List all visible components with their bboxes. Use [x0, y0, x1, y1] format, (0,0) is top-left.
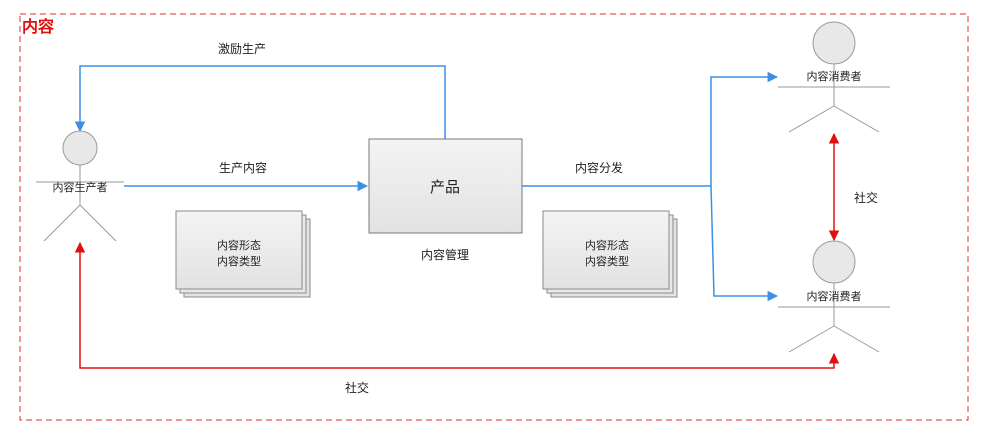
- edge-produce-label: 生产内容: [219, 160, 267, 175]
- frame-title: 内容: [22, 17, 54, 36]
- producer-leg-right: [79, 204, 117, 242]
- edge-social-right: 社交: [828, 132, 878, 242]
- consumer-top-leg-left: [788, 105, 835, 133]
- stack-left: 内容形态 内容类型: [175, 210, 311, 298]
- consumer-bottom-label: 内容消费者: [807, 289, 862, 303]
- product-box: [368, 138, 523, 234]
- edge-distribute-top: [710, 71, 779, 186]
- edge-social-bottom-path: [74, 241, 840, 369]
- stack-left-line1: 内容形态: [217, 238, 261, 252]
- actor-consumer-bottom: 内容消费者: [778, 240, 890, 353]
- edge-social-right-label: 社交: [854, 190, 878, 205]
- producer-head: [62, 130, 98, 166]
- stack-right: 内容形态 内容类型: [542, 210, 678, 298]
- consumer-bottom-leg-left: [788, 325, 835, 353]
- stack-right-line2: 内容类型: [585, 254, 629, 268]
- consumer-top-label: 内容消费者: [807, 69, 862, 83]
- product-label: 产品: [430, 178, 460, 196]
- edge-produce: 生产内容: [124, 160, 369, 192]
- edge-incentive: 激励生产: [74, 42, 446, 139]
- edge-social-bottom-label: 社交: [345, 380, 369, 395]
- edge-incentive-path: [74, 65, 446, 139]
- actor-producer: 内容生产者: [36, 130, 124, 242]
- consumer-top-leg-right: [833, 105, 880, 133]
- consumer-top-head: [812, 21, 856, 65]
- product-node: 产品 内容管理: [368, 138, 523, 262]
- actor-consumer-top: 内容消费者: [778, 21, 890, 133]
- product-sublabel: 内容管理: [421, 247, 469, 262]
- consumer-bottom-head: [812, 240, 856, 284]
- stack-right-line1: 内容形态: [585, 238, 629, 252]
- stack-left-line2: 内容类型: [217, 254, 261, 268]
- edge-incentive-label: 激励生产: [218, 42, 266, 56]
- edge-distribute-bottom: [710, 185, 779, 302]
- edge-social-bottom: 社交: [74, 241, 840, 395]
- consumer-bottom-leg-right: [833, 325, 880, 353]
- producer-label: 内容生产者: [53, 180, 108, 194]
- content-frame: [19, 13, 969, 421]
- producer-leg-left: [43, 204, 81, 242]
- edge-distribute-label: 内容分发: [575, 160, 623, 175]
